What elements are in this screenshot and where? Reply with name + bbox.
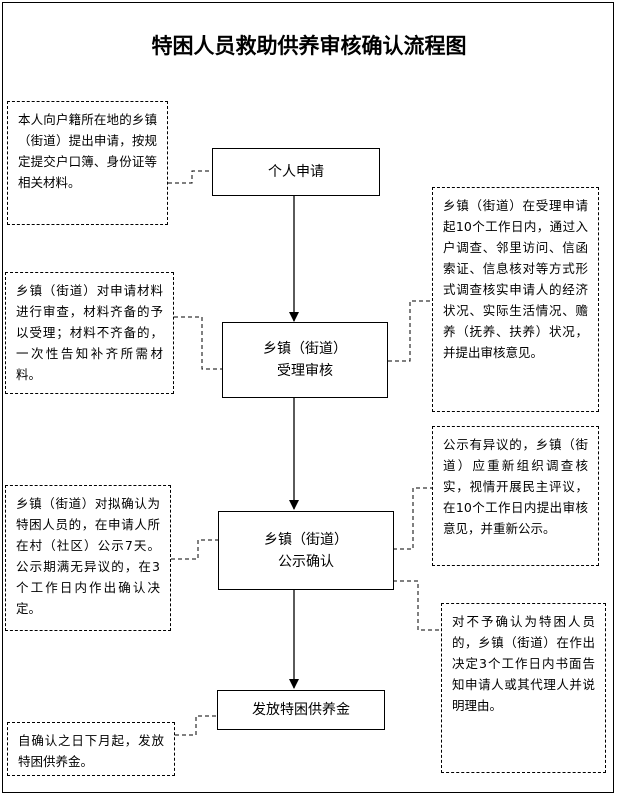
note-accept: 乡镇（街道）对申请材料进行审查，材料齐备的予以受理；材料不齐备的，一次性告知补齐… <box>5 272 174 394</box>
diagram-title: 特困人员救助供养审核确认流程图 <box>151 33 467 58</box>
step-label: 发放特困供养金 <box>252 702 350 718</box>
connector-reject-note <box>393 580 441 631</box>
connector-issue-note <box>175 715 217 736</box>
connector-investigate-note <box>388 300 432 362</box>
note-apply: 本人向户籍所在地的乡镇（街道）提出申请，按规定提交户口簿、身份证等相关材料。 <box>7 101 168 225</box>
note-reject: 对不予确认为特困人员的，乡镇（街道）在作出决定3个工作日内书面告知申请人或其代理… <box>441 603 606 773</box>
note-text: 本人向户籍所在地的乡镇（街道）提出申请，按规定提交户口簿、身份证等相关材料。 <box>18 112 157 190</box>
connector-apply-note <box>168 170 212 184</box>
step-personal-application: 个人申请 <box>212 148 380 196</box>
note-text: 对不予确认为特困人员的，乡镇（街道）在作出决定3个工作日内书面告知申请人或其代理… <box>452 614 595 713</box>
note-text: 公示有异议的，乡镇（街道）应重新组织调查核实，视情开展民主评议，在10个工作日内… <box>443 437 588 536</box>
step-label: 个人申请 <box>268 164 324 180</box>
step-label: 乡镇（街道） 公示确认 <box>264 531 348 570</box>
step-accept-review: 乡镇（街道） 受理审核 <box>222 322 388 398</box>
step-issue-allowance: 发放特困供养金 <box>217 690 385 730</box>
note-objection: 公示有异议的，乡镇（街道）应重新组织调查核实，视情开展民主评议，在10个工作日内… <box>432 426 599 566</box>
note-investigate: 乡镇（街道）在受理申请起10个工作日内，通过入户调查、邻里访问、信函索证、信息核… <box>432 187 599 412</box>
note-text: 乡镇（街道）在受理申请起10个工作日内，通过入户调查、邻里访问、信函索证、信息核… <box>443 198 588 360</box>
note-text: 乡镇（街道）对拟确认为特困人员的，在申请人所在村（社区）公示7天。公示期满无异议… <box>16 496 160 616</box>
connector-objection-note <box>393 487 432 550</box>
connector-accept-note <box>174 316 222 370</box>
note-text: 自确认之日下月起，发放特困供养金。 <box>18 733 164 769</box>
step-label: 乡镇（街道） 受理审核 <box>263 341 347 379</box>
note-text: 乡镇（街道）对申请材料进行审查，材料齐备的予以受理；材料不齐备的，一次性告知补齐… <box>16 283 163 382</box>
note-issue: 自确认之日下月起，发放特困供养金。 <box>7 722 175 776</box>
step-publicize-confirm: 乡镇（街道） 公示确认 <box>218 511 394 590</box>
note-publicize: 乡镇（街道）对拟确认为特困人员的，在申请人所在村（社区）公示7天。公示期满无异议… <box>5 485 171 631</box>
connector-publicize-note <box>171 539 218 560</box>
